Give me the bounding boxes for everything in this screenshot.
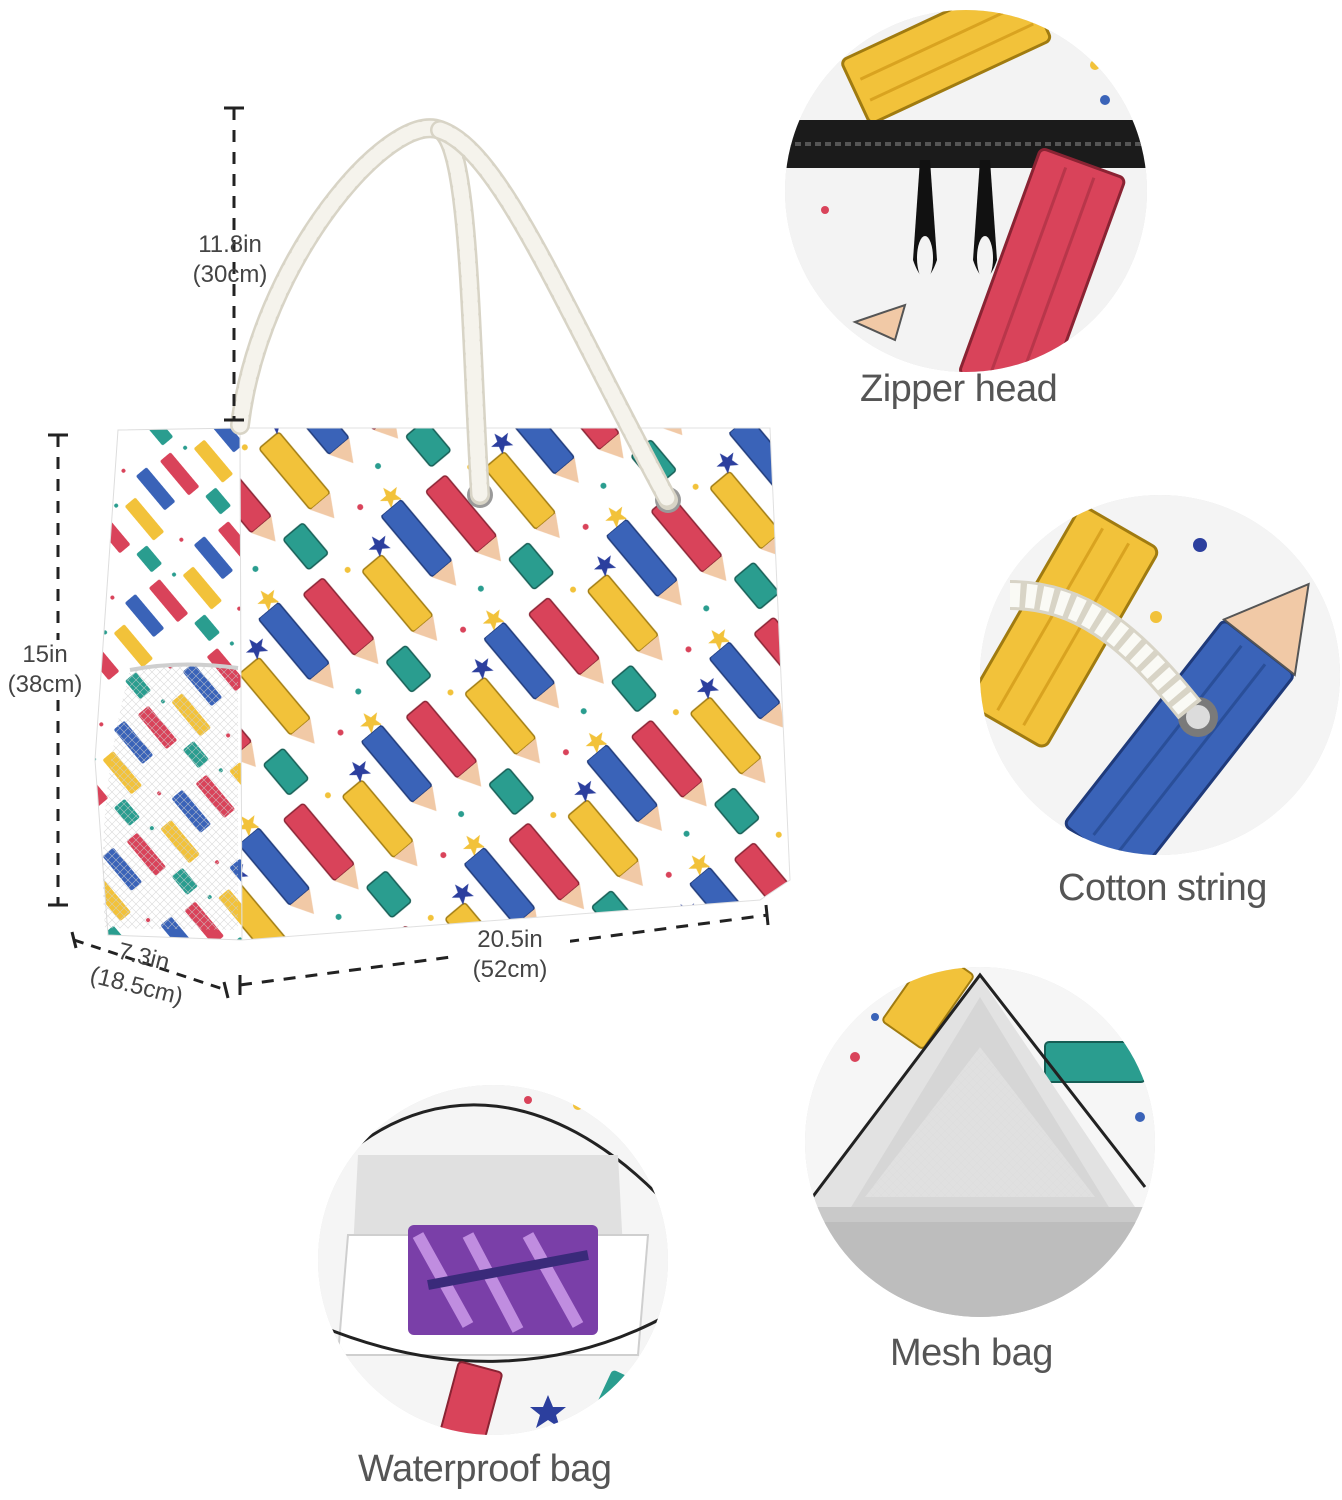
- waterproof-bag-caption: Waterproof bag: [358, 1448, 612, 1490]
- bag-width-label: 20.5in (52cm): [450, 925, 570, 985]
- rope-handles: [230, 118, 678, 510]
- zipper-head-caption: Zipper head: [860, 368, 1058, 410]
- cotton-string-caption: Cotton string: [1058, 867, 1267, 909]
- zipper-head-detail-image: [785, 10, 1147, 372]
- dimension-lines: [48, 106, 770, 999]
- tote-bag-illustration: [0, 0, 800, 1000]
- bag-front-panel: [239, 427, 791, 941]
- mesh-bag-caption: Mesh bag: [890, 1332, 1053, 1374]
- mesh-bag-detail-image: [805, 967, 1155, 1317]
- cotton-string-detail-image: [980, 495, 1340, 855]
- bag-height-label: 15in (38cm): [0, 640, 95, 700]
- mesh-pocket: [102, 664, 239, 930]
- handle-height-label: 11.8in (30cm): [192, 231, 268, 288]
- waterproof-bag-detail-image: [318, 1085, 668, 1435]
